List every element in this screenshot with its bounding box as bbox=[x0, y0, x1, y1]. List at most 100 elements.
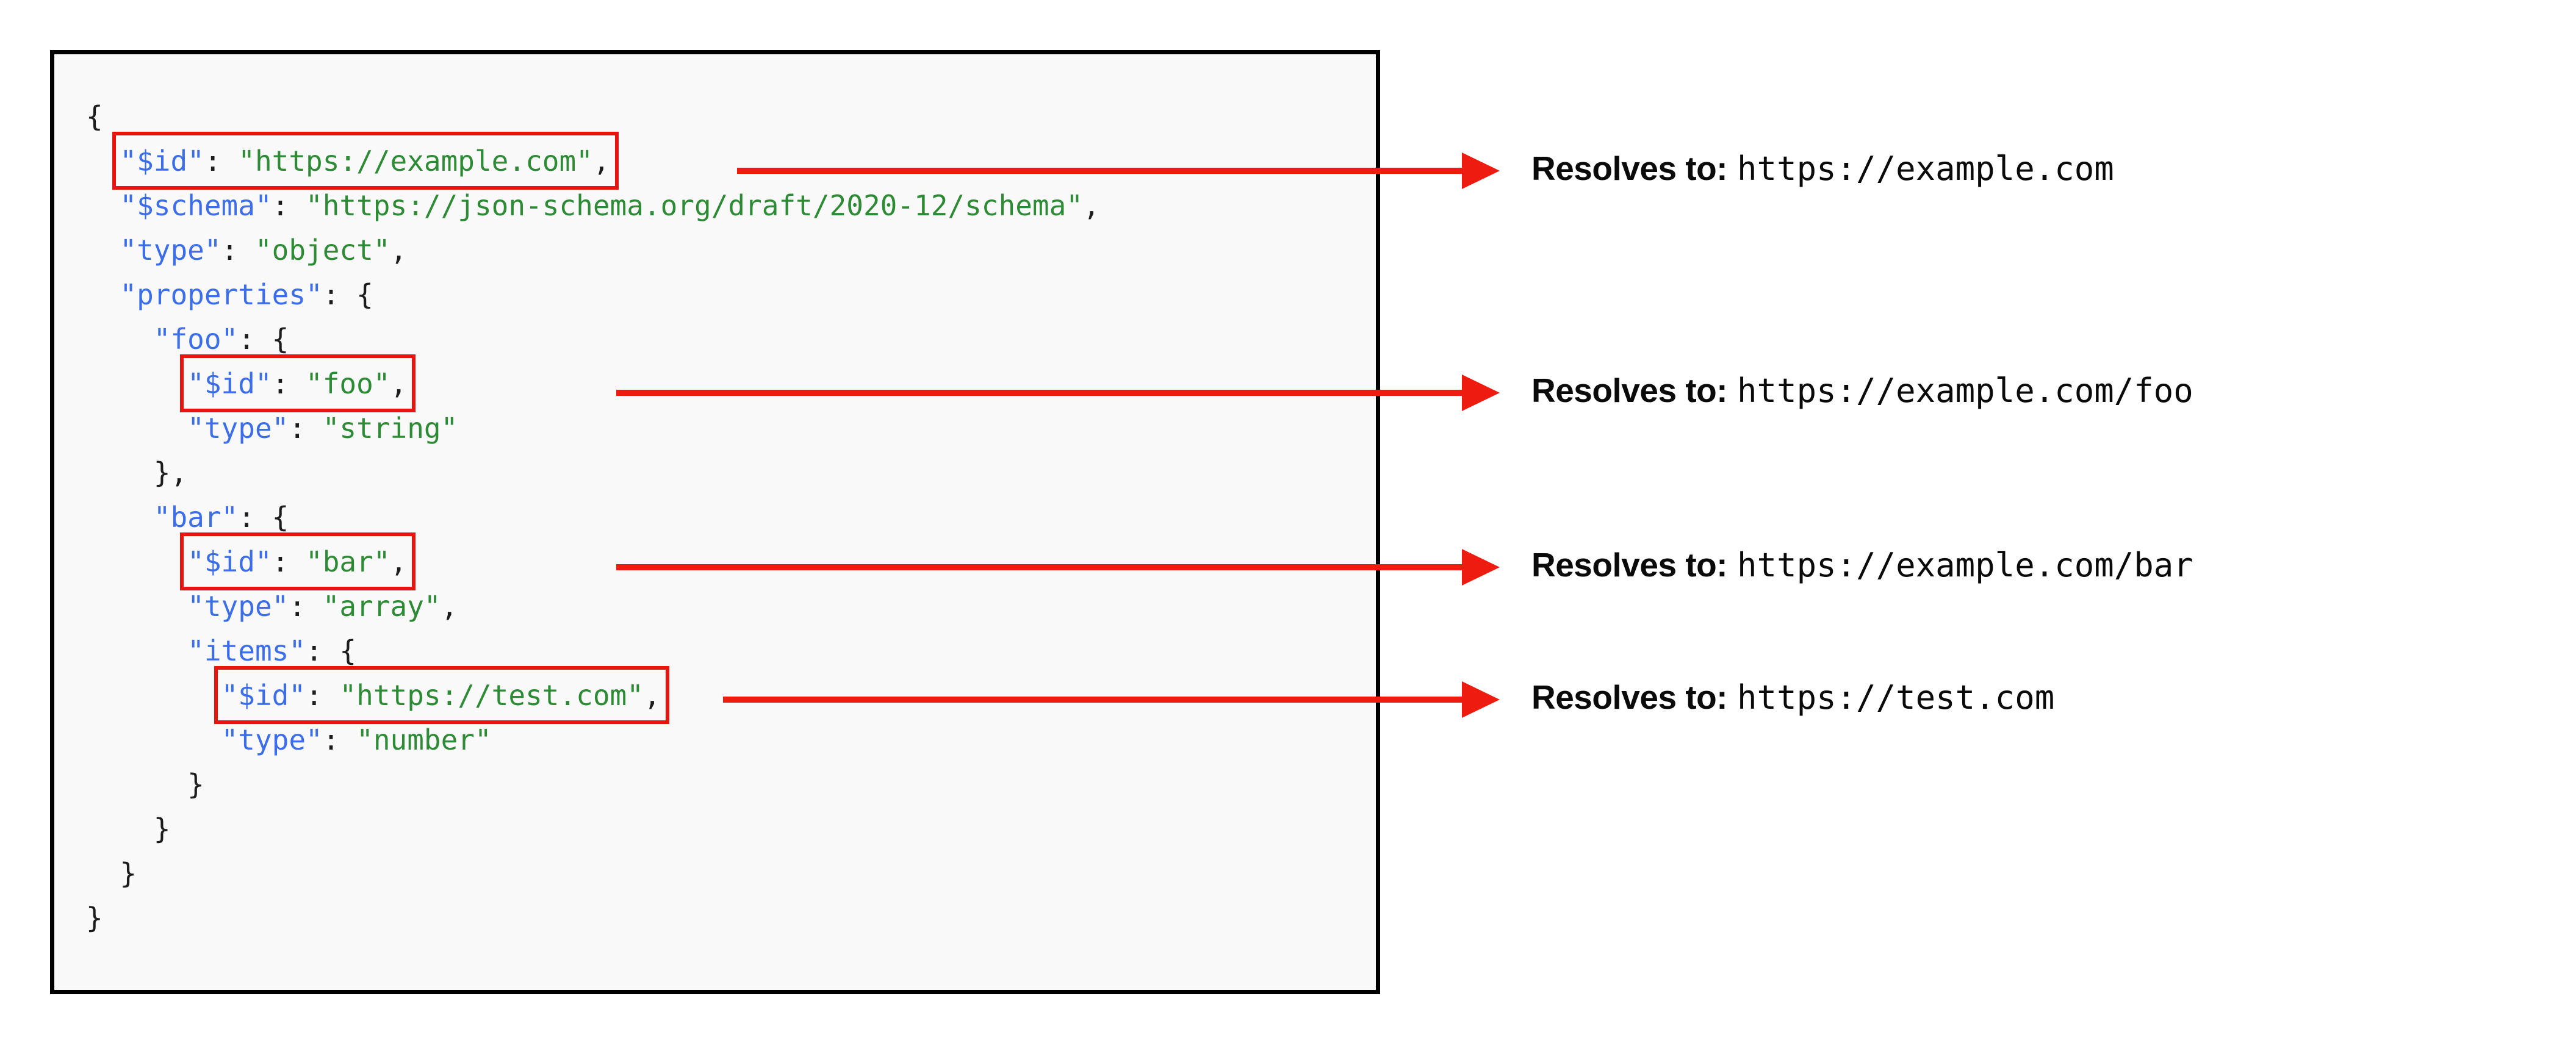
resolve-url: https://example.com/foo bbox=[1737, 371, 2193, 410]
token-punct: : bbox=[272, 189, 306, 222]
code-line: "$id": "https://test.com", bbox=[86, 666, 1100, 724]
token-punct: }, bbox=[153, 456, 188, 489]
token-key: "$id" bbox=[221, 679, 306, 712]
resolve-label: Resolves to: bbox=[1531, 149, 1728, 187]
code-indent bbox=[86, 189, 120, 222]
token-punct: : bbox=[322, 723, 357, 756]
resolve-label: Resolves to: bbox=[1531, 678, 1728, 716]
code-line: "foo": { bbox=[86, 317, 1100, 362]
code-line: "properties": { bbox=[86, 273, 1100, 317]
arrow-shaft bbox=[723, 697, 1466, 703]
code-indent bbox=[86, 812, 154, 845]
token-str: "https://test.com" bbox=[339, 679, 644, 712]
code-listing: { "$id": "https://example.com", "$schema… bbox=[86, 95, 1100, 941]
code-indent bbox=[86, 145, 120, 177]
code-line: }, bbox=[86, 451, 1100, 495]
resolve-label: Resolves to: bbox=[1531, 371, 1728, 409]
resolve-annotation-row: Resolves to:https://example.com/foo bbox=[1531, 371, 2193, 410]
token-str: "bar" bbox=[306, 545, 390, 578]
code-text: } bbox=[86, 901, 103, 934]
token-punct: : bbox=[272, 367, 306, 400]
code-line: "$id": "foo", bbox=[86, 354, 1100, 412]
token-punct: : bbox=[289, 590, 323, 623]
token-key: "$id" bbox=[120, 145, 204, 177]
code-line: "type": "object", bbox=[86, 228, 1100, 273]
token-punct: : bbox=[221, 234, 255, 267]
code-indent bbox=[86, 278, 120, 311]
token-punct: { bbox=[86, 100, 103, 133]
resolve-annotation-row: Resolves to:https://example.com/bar bbox=[1531, 545, 2193, 584]
token-punct: : bbox=[204, 145, 239, 177]
resolve-annotation-row: Resolves to:https://example.com bbox=[1531, 149, 2114, 188]
token-punct: , bbox=[390, 234, 408, 267]
code-line: "items": { bbox=[86, 629, 1100, 673]
token-key: "items" bbox=[187, 634, 306, 667]
token-key: "type" bbox=[187, 590, 289, 623]
code-text: }, bbox=[154, 456, 187, 489]
code-indent bbox=[86, 768, 187, 801]
token-punct: } bbox=[187, 768, 204, 801]
code-line: } bbox=[86, 807, 1100, 851]
arrow-head-icon bbox=[1462, 152, 1500, 189]
arrow-shaft bbox=[616, 390, 1466, 396]
code-indent bbox=[86, 367, 187, 400]
token-punct: } bbox=[153, 812, 171, 845]
code-text: } bbox=[154, 812, 171, 845]
code-text: "items": { bbox=[187, 634, 356, 667]
code-indent bbox=[86, 857, 120, 890]
code-indent bbox=[86, 323, 154, 356]
token-str: "https://example.com" bbox=[238, 145, 593, 177]
arrow-shaft bbox=[616, 564, 1466, 570]
token-str: "array" bbox=[322, 590, 441, 623]
token-punct: , bbox=[441, 590, 458, 623]
code-indent bbox=[86, 412, 187, 445]
highlighted-id-line: "$id": "bar", bbox=[180, 532, 416, 590]
code-text: "$schema": "https://json-schema.org/draf… bbox=[120, 189, 1099, 222]
code-text: "type": "array", bbox=[187, 590, 458, 623]
token-punct: , bbox=[592, 145, 610, 177]
code-indent bbox=[86, 456, 154, 489]
token-str: "string" bbox=[322, 412, 458, 445]
token-key: "type" bbox=[187, 412, 289, 445]
code-text: } bbox=[187, 768, 204, 801]
token-str: "https://json-schema.org/draft/2020-12/s… bbox=[306, 189, 1083, 222]
token-punct: : bbox=[306, 679, 340, 712]
code-line: } bbox=[86, 762, 1100, 807]
highlighted-id-line: "$id": "https://test.com", bbox=[214, 666, 669, 724]
code-text: "type": "string" bbox=[187, 412, 458, 445]
code-text: } bbox=[120, 857, 137, 890]
code-indent bbox=[86, 679, 221, 712]
token-punct: : bbox=[272, 545, 306, 578]
resolve-url: https://example.com bbox=[1737, 149, 2114, 188]
arrow-shaft bbox=[737, 168, 1466, 174]
code-line: "type": "array", bbox=[86, 584, 1100, 629]
code-indent bbox=[86, 590, 187, 623]
token-key: "$id" bbox=[187, 545, 272, 578]
token-str: "object" bbox=[254, 234, 390, 267]
token-key: "bar" bbox=[153, 501, 239, 534]
highlighted-id-line: "$id": "foo", bbox=[180, 354, 416, 412]
code-text: "foo": { bbox=[154, 323, 289, 356]
token-key: "type" bbox=[120, 234, 221, 267]
token-key: "$id" bbox=[187, 367, 272, 400]
code-line: "type": "number" bbox=[86, 718, 1100, 762]
code-indent bbox=[86, 501, 154, 534]
token-key: "foo" bbox=[153, 323, 239, 356]
token-punct: : { bbox=[238, 323, 289, 356]
code-text: "type": "object", bbox=[120, 234, 407, 267]
code-line: { bbox=[86, 95, 1100, 139]
token-str: "number" bbox=[356, 723, 492, 756]
token-key: "$schema" bbox=[120, 189, 272, 222]
token-key: "type" bbox=[221, 723, 323, 756]
resolve-label: Resolves to: bbox=[1531, 546, 1728, 584]
code-text: "bar": { bbox=[154, 501, 289, 534]
code-indent bbox=[86, 234, 120, 267]
code-line: } bbox=[86, 851, 1100, 896]
code-indent bbox=[86, 723, 221, 756]
code-line: } bbox=[86, 896, 1100, 941]
code-line: "$id": "https://example.com", bbox=[86, 132, 1100, 190]
token-punct: : { bbox=[322, 278, 373, 311]
token-punct: } bbox=[120, 857, 137, 890]
resolve-url: https://test.com bbox=[1737, 678, 2055, 717]
code-text: "type": "number" bbox=[221, 723, 492, 756]
